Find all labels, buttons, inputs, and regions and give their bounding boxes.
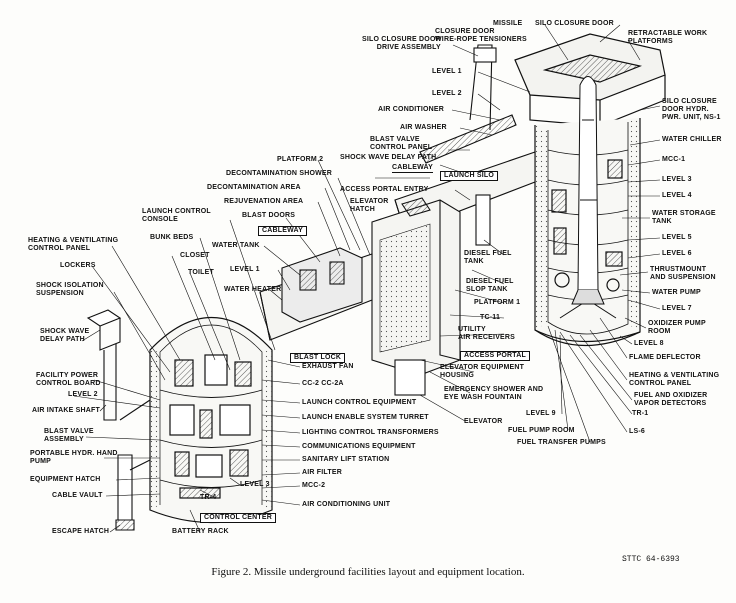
label-level-7: LEVEL 7 bbox=[662, 305, 692, 312]
leader-lines bbox=[73, 24, 661, 533]
air-intake-and-escape-shafts bbox=[86, 309, 151, 531]
label-portable-hand-pump: PORTABLE HYDR. HAND PUMP bbox=[30, 450, 118, 465]
label-tc-11: TC-11 bbox=[480, 314, 501, 321]
label-water-pump: WATER PUMP bbox=[652, 289, 701, 296]
label-heating-panel-left: HEATING & VENTILATING CONTROL PANEL bbox=[28, 237, 119, 252]
label-air-intake-shaft: AIR INTAKE SHAFT bbox=[32, 407, 101, 414]
figure-caption: Figure 2. Missile underground facilities… bbox=[211, 566, 525, 578]
label-cable-vault: CABLE VAULT bbox=[52, 492, 103, 499]
label-access-portal: ACCESS PORTAL bbox=[460, 351, 530, 361]
label-elevator-hatch: ELEVATOR HATCH bbox=[350, 198, 389, 213]
label-cableway-mid: CABLEWAY bbox=[258, 226, 308, 236]
label-level-3-right: LEVEL 3 bbox=[662, 176, 692, 183]
label-platform-1: PLATFORM 1 bbox=[474, 299, 521, 306]
label-silo-door-hydr-unit: SILO CLOSURE DOOR HYDR. PWR. UNIT, NS-1 bbox=[662, 98, 721, 121]
label-fuel-vapor-detectors: FUEL AND OXIDIZER VAPOR DETECTORS bbox=[634, 392, 708, 407]
label-level-4: LEVEL 4 bbox=[662, 192, 692, 199]
label-level-2-left: LEVEL 2 bbox=[68, 391, 98, 398]
label-level-8: LEVEL 8 bbox=[634, 340, 664, 347]
label-sanitary-lift-station: SANITARY LIFT STATION bbox=[302, 456, 390, 463]
label-missile: MISSILE bbox=[493, 20, 523, 27]
label-toilet: TOILET bbox=[188, 269, 214, 276]
label-thrustmount: THRUSTMOUNT AND SUSPENSION bbox=[650, 266, 716, 281]
label-level-5: LEVEL 5 bbox=[662, 234, 692, 241]
label-air-conditioner: AIR CONDITIONER bbox=[378, 106, 444, 113]
label-platform-2: PLATFORM 2 bbox=[277, 156, 324, 163]
label-launch-silo: LAUNCH SILO bbox=[440, 171, 499, 181]
label-rejuvenation-area: REJUVENATION AREA bbox=[224, 198, 304, 205]
label-level-6: LEVEL 6 bbox=[662, 250, 692, 257]
label-decon-shower: DECONTAMINATION SHOWER bbox=[226, 170, 333, 177]
label-diesel-slop-tank: DIESEL FUEL SLOP TANK bbox=[466, 278, 514, 293]
label-utility-air-receivers: UTILITY AIR RECEIVERS bbox=[458, 326, 516, 341]
label-tr-4: TR-4 bbox=[200, 494, 217, 501]
tunnel-and-blast-lock bbox=[259, 247, 373, 341]
figure-code: STTC 64-6393 bbox=[622, 555, 680, 564]
label-oxidizer-pump-room: OXIDIZER PUMP ROOM bbox=[648, 320, 706, 335]
missile-body bbox=[571, 76, 605, 305]
label-shock-wave-delay-top: SHOCK WAVE DELAY PATH bbox=[340, 154, 437, 161]
launch-silo bbox=[514, 33, 666, 347]
label-ls-6: LS-6 bbox=[629, 428, 645, 435]
label-mcc-2: MCC-2 bbox=[302, 482, 326, 489]
label-exhaust-fan: EXHAUST FAN bbox=[302, 363, 354, 370]
label-blast-doors: BLAST DOORS bbox=[242, 212, 296, 219]
label-blast-valve-panel: BLAST VALVE CONTROL PANEL bbox=[370, 136, 433, 151]
label-decon-area: DECONTAMINATION AREA bbox=[207, 184, 301, 191]
label-heating-panel-right: HEATING & VENTILATING CONTROL PANEL bbox=[629, 372, 720, 387]
label-water-heater: WATER HEATER bbox=[224, 286, 282, 293]
label-closet: CLOSET bbox=[180, 252, 210, 259]
label-level-2-top: LEVEL 2 bbox=[432, 90, 462, 97]
label-blast-valve-assembly: BLAST VALVE ASSEMBLY bbox=[44, 428, 94, 443]
label-retractable-platforms: RETRACTABLE WORK PLATFORMS bbox=[628, 30, 708, 45]
label-cableway-top: CABLEWAY bbox=[392, 164, 434, 173]
label-air-filter: AIR FILTER bbox=[302, 469, 342, 476]
control-center-dome bbox=[149, 317, 273, 524]
label-level-9: LEVEL 9 bbox=[526, 410, 556, 417]
label-silo-door-drive: SILO CLOSURE DOOR DRIVE ASSEMBLY bbox=[362, 36, 441, 51]
label-blast-lock: BLAST LOCK bbox=[290, 353, 346, 363]
label-level-1-mid: LEVEL 1 bbox=[230, 266, 260, 273]
label-mcc-1: MCC-1 bbox=[662, 156, 686, 163]
label-emergency-shower: EMERGENCY SHOWER AND EYE WASH FOUNTAIN bbox=[444, 386, 544, 401]
label-shock-wave-delay-left: SHOCK WAVE DELAY PATH bbox=[40, 328, 90, 343]
label-fuel-transfer-pumps: FUEL TRANSFER PUMPS bbox=[517, 439, 606, 446]
label-fuel-pump-room: FUEL PUMP ROOM bbox=[508, 427, 575, 434]
access-portal-structure bbox=[371, 44, 536, 396]
label-water-tank: WATER TANK bbox=[212, 242, 260, 249]
label-battery-rack: BATTERY RACK bbox=[172, 528, 229, 535]
label-tr-1: TR-1 bbox=[632, 410, 649, 417]
label-air-conditioning-unit: AIR CONDITIONING UNIT bbox=[302, 501, 391, 508]
label-lighting-transformers: LIGHTING CONTROL TRANSFORMERS bbox=[302, 429, 439, 436]
label-diesel-fuel-tank: DIESEL FUEL TANK bbox=[464, 250, 512, 265]
label-launch-console: LAUNCH CONTROL CONSOLE bbox=[142, 208, 211, 223]
label-escape-hatch: ESCAPE HATCH bbox=[52, 528, 110, 535]
label-access-portal-entry: ACCESS PORTAL ENTRY bbox=[340, 186, 429, 193]
label-water-chiller: WATER CHILLER bbox=[662, 136, 722, 143]
label-silo-closure-door: SILO CLOSURE DOOR bbox=[535, 20, 614, 27]
label-facility-power: FACILITY POWER CONTROL BOARD bbox=[36, 372, 101, 387]
label-closure-tensioners: CLOSURE DOOR WIRE-ROPE TENSIONERS bbox=[435, 28, 527, 43]
label-lockers: LOCKERS bbox=[60, 262, 96, 269]
label-cc-2: CC-2 CC-2A bbox=[302, 380, 344, 387]
label-air-washer: AIR WASHER bbox=[400, 124, 447, 131]
label-launch-enable-turret: LAUNCH ENABLE SYSTEM TURRET bbox=[302, 414, 429, 421]
label-flame-deflector: FLAME DEFLECTOR bbox=[629, 354, 701, 361]
label-level-1-top: LEVEL 1 bbox=[432, 68, 462, 75]
label-equipment-hatch: EQUIPMENT HATCH bbox=[30, 476, 101, 483]
label-elevator-housing: ELEVATOR EQUIPMENT HOUSING bbox=[440, 364, 525, 379]
label-communications-equipment: COMMUNICATIONS EQUIPMENT bbox=[302, 443, 416, 450]
label-control-center: CONTROL CENTER bbox=[200, 513, 277, 523]
label-elevator: ELEVATOR bbox=[464, 418, 503, 425]
label-shock-isolation: SHOCK ISOLATION SUSPENSION bbox=[36, 282, 104, 297]
label-level-3-left: LEVEL 3 bbox=[240, 481, 270, 488]
label-water-storage-tank: WATER STORAGE TANK bbox=[652, 210, 716, 225]
label-bunk-beds: BUNK BEDS bbox=[150, 234, 194, 241]
label-launch-control-equipment: LAUNCH CONTROL EQUIPMENT bbox=[302, 399, 417, 406]
